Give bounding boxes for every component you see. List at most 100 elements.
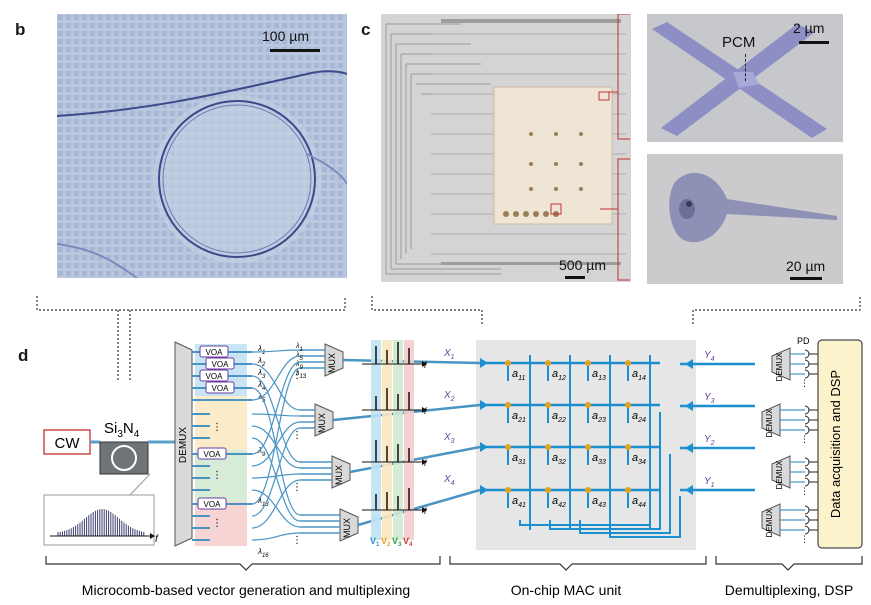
voa-box (199, 369, 229, 382)
spectrum-band (404, 340, 414, 540)
demux-right-label: DEMUX (765, 408, 774, 438)
output-arrow (685, 359, 693, 369)
output-arrow (685, 401, 693, 411)
x-vector-label: X3 (443, 432, 455, 445)
pcm-cell-icon (505, 360, 511, 366)
matrix-element: a12 (552, 368, 566, 382)
lambda-label: λ4 (257, 380, 266, 392)
row-arrow (480, 358, 488, 368)
output-route (579, 454, 671, 534)
v-label: V3 (392, 536, 402, 548)
si3n4-label: Si3N4 (104, 420, 140, 440)
photodetector-icon (804, 467, 810, 477)
mux-box (314, 403, 334, 437)
ellipsis: ⋮ (292, 370, 302, 381)
voa-label: VOA (212, 360, 230, 369)
v-label: V2 (381, 536, 391, 548)
demux-right-box (771, 455, 791, 489)
pcm-cell-icon (545, 360, 551, 366)
pcm-cell-icon (585, 487, 591, 493)
matrix-element: a14 (632, 368, 646, 382)
pcm-cell-icon (505, 487, 511, 493)
pcm-cell-icon (545, 402, 551, 408)
voa-label: VOA (206, 372, 224, 381)
matrix-element: a33 (592, 452, 606, 466)
spectrum-arrow (422, 459, 427, 465)
zoom-connectors (600, 14, 630, 281)
pd-label: PD (797, 336, 810, 346)
output-route (519, 370, 651, 526)
ellipsis: ⋮ (212, 422, 222, 433)
pcm-cell-icon (545, 487, 551, 493)
lambda-label: λ1 (257, 344, 265, 356)
voa-label: VOA (204, 450, 222, 459)
matrix-element: a22 (552, 410, 566, 424)
microcomb-ring-box (99, 441, 149, 475)
comb-f-label: f (155, 534, 159, 545)
mux-box (331, 455, 351, 489)
lambda-label: λ16 (257, 547, 269, 559)
mux-label: MUX (342, 518, 352, 538)
photodetector-icon (804, 477, 810, 487)
pcm-cell-icon (625, 402, 631, 408)
comb-spectrum-inset (43, 494, 155, 546)
route-line (251, 375, 301, 463)
matrix-element: a13 (592, 368, 606, 382)
scale-label-c: 500 µm (559, 257, 606, 273)
lambda-label: λ3 (257, 368, 266, 380)
matrix-element: a43 (592, 495, 606, 509)
demux-left-label: DEMUX (178, 427, 189, 463)
system-diagram: CW Si3N4 f DEMUX VOAVOAVOAVOAVOAVOAλ1λ2λ… (43, 336, 863, 598)
band-2 (195, 396, 247, 450)
x-vector-label: X1 (443, 348, 455, 361)
photodetector-icon (804, 457, 810, 467)
y-vector-label: Y3 (704, 392, 715, 405)
matrix-element: a41 (512, 495, 526, 509)
v-label: V1 (370, 536, 380, 548)
ellipsis: ⋮ (212, 470, 222, 481)
pcm-cross-illustration (647, 14, 843, 142)
matrix-element: a34 (632, 452, 646, 466)
spectrum-band (382, 340, 392, 540)
voa-box (197, 497, 227, 510)
pcm-cell-icon (625, 487, 631, 493)
spectrum-f-label: f (424, 360, 428, 370)
route-line (251, 437, 301, 522)
coupler-sem-photo: 20 µm (647, 154, 843, 284)
route-line (251, 367, 301, 505)
mux-output (349, 445, 481, 474)
photodetector-icon (804, 515, 810, 525)
pcm-cell-icon (585, 360, 591, 366)
route-line (251, 349, 301, 353)
mux-input-lambda: λ13 (295, 370, 307, 380)
pcm-sem-photo: PCM 2 µm (647, 14, 843, 142)
mux-label: MUX (317, 413, 327, 433)
chip-layout-illustration (381, 14, 631, 282)
microring-photo: 100 µm (57, 14, 347, 278)
voa-box (197, 447, 227, 460)
matrix-element: a11 (512, 368, 525, 382)
section-brackets (45, 556, 863, 571)
y-vector-label: Y4 (704, 350, 715, 363)
panel-letter-b: b (15, 20, 26, 39)
row-arrow (480, 485, 488, 495)
pcm-cell-icon (545, 444, 551, 450)
mux-input-lambda: λ5 (295, 352, 303, 362)
row-arrow (480, 442, 488, 452)
ellipsis: ⋮ (800, 534, 809, 544)
route-line (251, 413, 301, 417)
matrix-element: a31 (512, 452, 526, 466)
scale-bar-sem (790, 277, 822, 280)
route-line (251, 427, 301, 517)
y-vector-label: Y2 (704, 434, 715, 447)
pcm-cell-icon (505, 444, 511, 450)
chip-overview-photo: 500 µm (381, 14, 631, 282)
photodetector-icon (804, 525, 810, 535)
lambda-label: λ13 (257, 496, 269, 508)
dsp-box (817, 339, 863, 549)
photodetector-icon (804, 425, 810, 435)
mux-box (339, 508, 359, 542)
cw-laser-box (43, 429, 91, 455)
matrix-element: a24 (632, 410, 646, 424)
x-vector-label: X4 (443, 474, 455, 487)
